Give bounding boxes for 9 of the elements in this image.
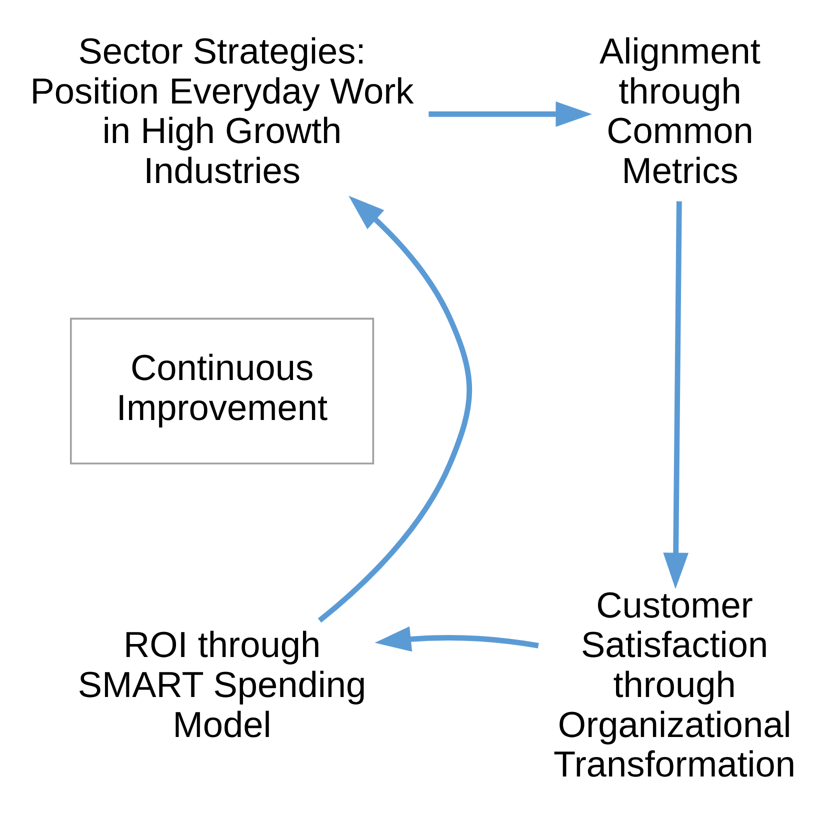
node-text: ROI through SMART Spending Model	[78, 624, 366, 744]
node-box: Continuous Improvement	[70, 317, 374, 464]
arrow	[428, 100, 592, 126]
node-text: Customer Satisfaction through Organizational Transformation	[554, 584, 796, 784]
arrow	[663, 200, 689, 588]
node-text: Alignment through Common Metrics	[600, 30, 760, 190]
arrow	[318, 195, 472, 622]
arrow	[374, 626, 539, 652]
node-text: Sector Strategies: Position Everyday Work in High Growth Industries	[30, 30, 414, 190]
